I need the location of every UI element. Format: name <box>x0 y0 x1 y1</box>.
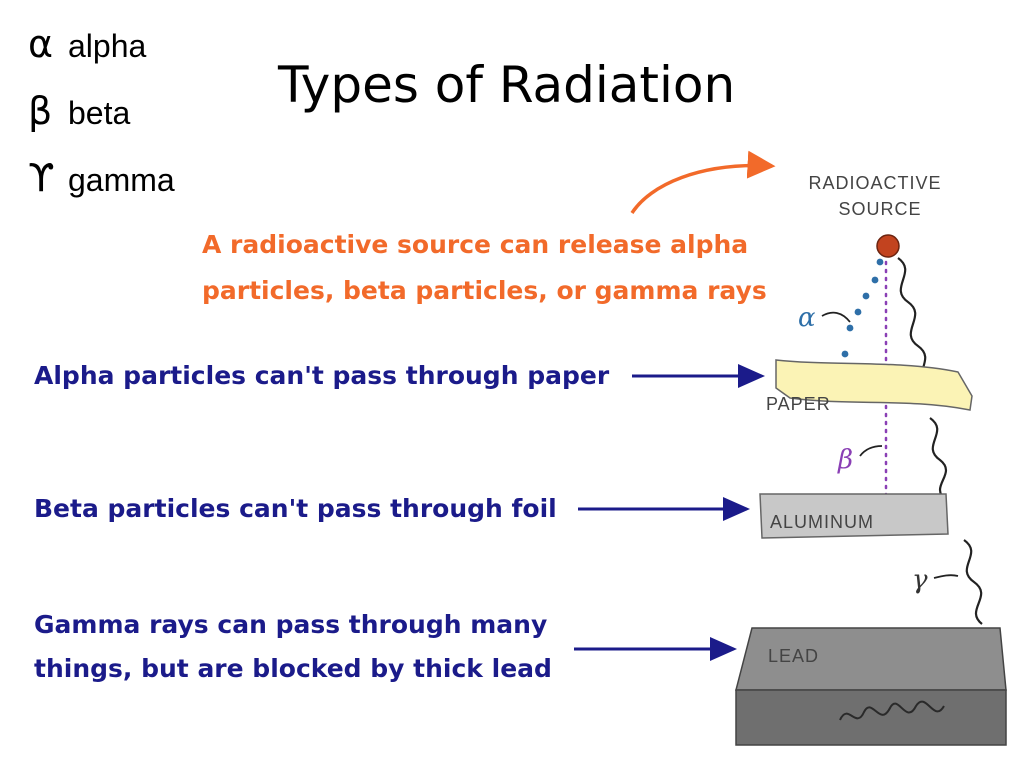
gamma-name: gamma <box>68 162 175 198</box>
alpha-diagram-symbol: α <box>798 303 816 333</box>
gamma-diagram-symbol: γ <box>912 565 928 595</box>
gamma-wave-icon <box>897 257 983 625</box>
beta-diagram-symbol: β <box>837 445 853 475</box>
fact-gamma: Gamma rays can pass through many things,… <box>34 603 552 691</box>
aluminum-label: ALUMINUM <box>770 512 874 532</box>
alpha-pointer-icon <box>821 311 851 323</box>
beta-symbol: β <box>28 89 53 133</box>
gamma-symbol: ϒ <box>28 156 55 200</box>
source-label-line-2: SOURCE <box>838 199 921 219</box>
intro-line-1: A radioactive source can release alpha <box>202 230 749 259</box>
paper-sheet-icon <box>775 359 973 411</box>
fact-gamma-line-2: things, but are blocked by thick lead <box>34 654 552 683</box>
gamma-pointer-icon <box>933 574 959 579</box>
lead-block-icon <box>735 627 1007 746</box>
alpha-name: alpha <box>68 28 147 64</box>
alpha-symbol: α <box>28 22 54 66</box>
fact-gamma-line-1: Gamma rays can pass through many <box>34 610 548 639</box>
intro-text: A radioactive source can release alpha p… <box>202 222 802 314</box>
intro-line-2: particles, beta particles, or gamma rays <box>202 276 767 305</box>
fact-beta: Beta particles can't pass through foil <box>34 494 557 523</box>
legend-alpha: α alpha <box>28 22 175 89</box>
page-title: Types of Radiation <box>278 56 736 114</box>
aluminum-sheet-icon <box>759 493 949 539</box>
beta-pointer-icon <box>859 445 883 457</box>
source-label-line-1: RADIOACTIVE <box>808 173 941 193</box>
legend-beta: β beta <box>28 89 175 156</box>
radioactive-source-icon <box>876 234 900 258</box>
legend-gamma: ϒ gamma <box>28 156 175 223</box>
beta-name: beta <box>68 95 131 131</box>
orange-curved-arrow <box>630 150 776 214</box>
paper-label: PAPER <box>766 394 831 414</box>
lead-label: LEAD <box>768 646 819 666</box>
fact-alpha: Alpha particles can't pass through paper <box>34 361 610 390</box>
greek-legend: α alpha β beta ϒ gamma <box>28 22 175 223</box>
